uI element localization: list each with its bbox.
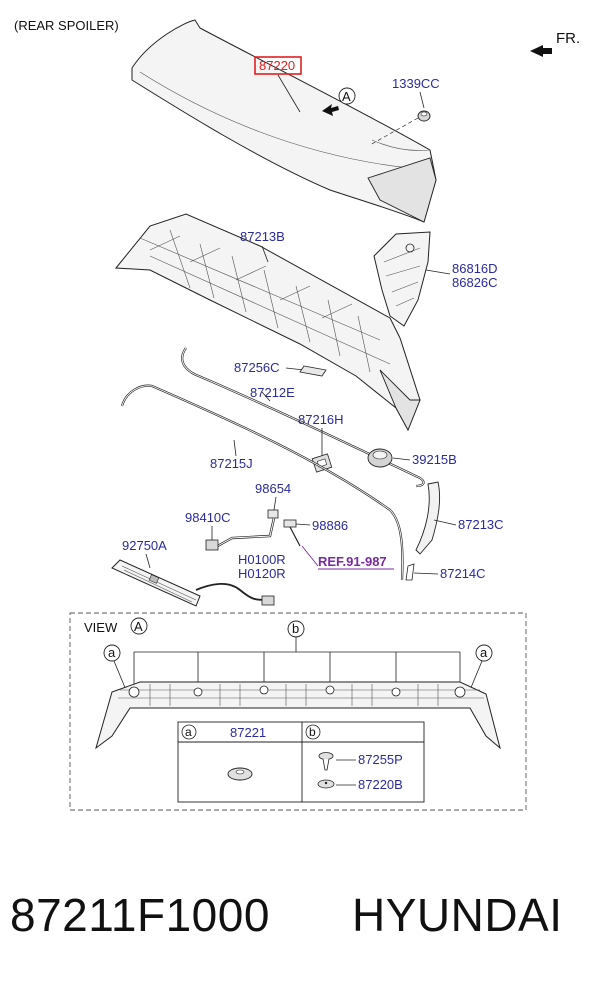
footer-brand: HYUNDAI [352, 889, 563, 941]
callout-87213C[interactable]: 87213C [458, 517, 504, 532]
callout-87215J[interactable]: 87215J [210, 456, 253, 471]
pin-icon [318, 752, 334, 771]
highlighted-part-box [254, 56, 302, 75]
callout-87212E[interactable]: 87212E [250, 385, 295, 400]
lower-seal-part [120, 384, 404, 581]
side-clip-part [405, 563, 415, 581]
legend-part-87221[interactable]: 87221 [230, 725, 266, 740]
callout-87220[interactable]: 87220 [259, 58, 295, 73]
callout-H0120R[interactable]: H0120R [238, 566, 286, 581]
view-tag-a-left: a [108, 645, 116, 660]
legend-part-87255P[interactable]: 87255P [358, 752, 403, 767]
inner-panel-part [114, 213, 421, 432]
callout-39215B[interactable]: 39215B [412, 452, 457, 467]
bracket-part [373, 231, 431, 327]
view-tag-b: b [292, 621, 299, 636]
footer-part-number: 87211F1000 [10, 889, 270, 941]
mount-point-icons [128, 685, 466, 698]
hose-joint-part [267, 509, 279, 519]
front-direction-arrow-icon [530, 45, 552, 57]
callout-92750A[interactable]: 92750A [122, 538, 167, 553]
diagram-title: (REAR SPOILER) [14, 18, 119, 33]
stop-lamp-part [111, 559, 201, 607]
callout-H0100R[interactable]: H0100R [238, 552, 286, 567]
view-tag-a-right: a [480, 645, 488, 660]
bolt-icon [417, 110, 431, 122]
cap-icon [317, 779, 335, 789]
callout-98886[interactable]: 98886 [312, 518, 348, 533]
view-marker-a: A [342, 89, 351, 104]
view-a-frame [69, 612, 527, 811]
callout-87256C[interactable]: 87256C [234, 360, 280, 375]
pad-part [299, 365, 327, 377]
legend-table [177, 721, 425, 803]
legend-key-b: b [309, 725, 316, 739]
legend-part-87220B[interactable]: 87220B [358, 777, 403, 792]
callout-98410C[interactable]: 98410C [185, 510, 231, 525]
side-garnish-part [415, 481, 441, 555]
plug-part [367, 448, 393, 468]
callout-87213B[interactable]: 87213B [240, 229, 285, 244]
callout-87214C[interactable]: 87214C [440, 566, 486, 581]
callout-87216H[interactable]: 87216H [298, 412, 344, 427]
ref-label[interactable]: REF.91-987 [318, 554, 387, 569]
rear-spoiler-part [131, 19, 437, 223]
callout-1339CC[interactable]: 1339CC [392, 76, 440, 91]
view-marker: A [134, 619, 143, 634]
front-direction-label: FR. [556, 30, 580, 47]
view-panel-part [95, 681, 501, 750]
washer-icon [227, 767, 253, 781]
view-a-arrow-icon [322, 87, 356, 116]
clip-part [205, 539, 219, 551]
hose-part [213, 517, 276, 550]
upper-seal-part [181, 347, 425, 488]
callout-86826C[interactable]: 86826C [452, 275, 498, 290]
lamp-harness-part [195, 583, 275, 606]
legend-key-a: a [185, 725, 192, 739]
callout-86816D[interactable]: 86816D [452, 261, 498, 276]
callout-98654[interactable]: 98654 [255, 481, 291, 496]
nozzle-part [283, 519, 301, 547]
view-label: VIEW [84, 620, 118, 635]
